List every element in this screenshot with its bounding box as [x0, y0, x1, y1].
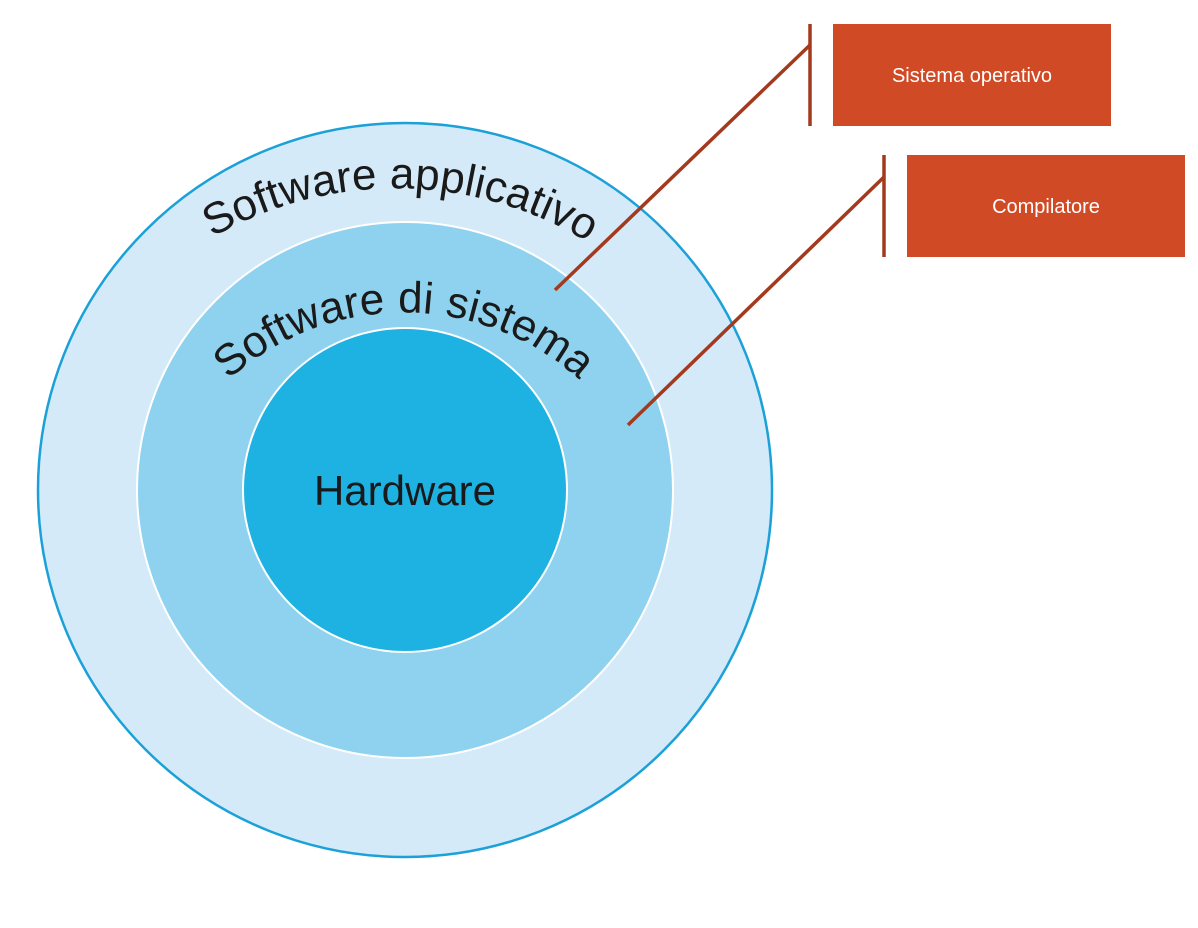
hardware-label: Hardware	[314, 467, 496, 514]
operating-system-callout: Sistema operativo	[833, 24, 1111, 126]
compiler-callout-label: Compilatore	[992, 196, 1100, 218]
operating-system-callout-box	[833, 24, 1111, 126]
compiler-callout: Compilatore	[907, 155, 1185, 257]
operating-system-callout-label: Sistema operativo	[892, 65, 1052, 87]
compiler-leader-line	[626, 175, 886, 427]
hardware-circle	[242, 327, 568, 653]
compiler-callout-box	[907, 155, 1185, 257]
operating-system-leader-line	[553, 43, 812, 292]
